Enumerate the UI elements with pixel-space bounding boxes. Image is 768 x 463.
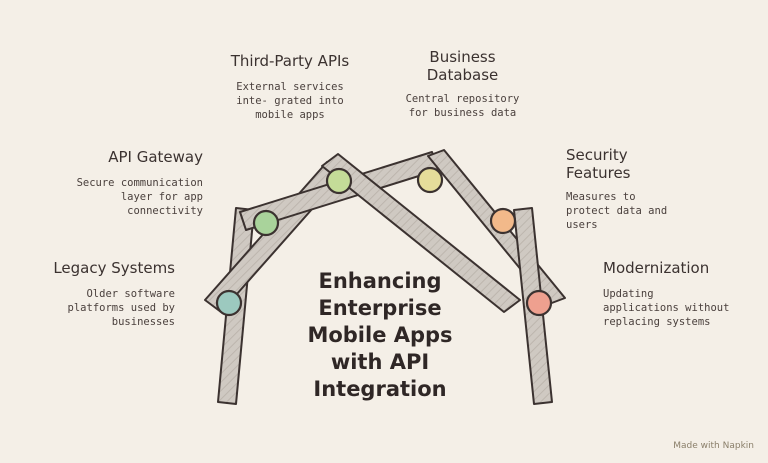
node-third-party-apis — [325, 167, 353, 195]
label-third-party-apis: Third-Party APIs External services inte-… — [230, 52, 350, 123]
modernization-title: Modernization — [603, 259, 710, 277]
label-legacy-systems: Legacy Systems Older software platforms … — [30, 259, 175, 330]
napkin-watermark: Made with Napkin — [673, 441, 754, 451]
business-database-description: Central repository for business data — [405, 93, 520, 120]
third-party-apis-description: External services inte- grated into mobi… — [236, 81, 344, 122]
node-security-features — [489, 207, 517, 235]
business-database-title: Business Database — [426, 48, 499, 84]
node-business-database — [416, 166, 444, 194]
api-gateway-description: Secure communication layer for app conne… — [76, 177, 203, 218]
label-security-features: Security Features Measures to protect da… — [566, 146, 686, 233]
arch-nodes — [215, 166, 553, 317]
security-features-description: Measures to protect data and users — [566, 191, 668, 232]
node-modernization — [525, 289, 553, 317]
diagram-title: Enhancing Enterprise Mobile Apps with AP… — [307, 269, 453, 401]
legacy-systems-title: Legacy Systems — [53, 259, 175, 277]
node-api-gateway — [252, 209, 280, 237]
label-api-gateway: API Gateway Secure communication layer f… — [55, 148, 203, 219]
label-business-database: Business Database Central repository for… — [395, 48, 530, 120]
legacy-systems-description: Older software platforms used by busines… — [67, 288, 175, 329]
node-legacy-systems — [215, 289, 243, 317]
label-modernization: Modernization Updating applications with… — [603, 259, 733, 330]
api-gateway-title: API Gateway — [108, 148, 203, 166]
third-party-apis-title: Third-Party APIs — [230, 52, 350, 70]
security-features-title: Security Features — [566, 146, 631, 182]
modernization-description: Updating applications without replacing … — [603, 288, 730, 329]
